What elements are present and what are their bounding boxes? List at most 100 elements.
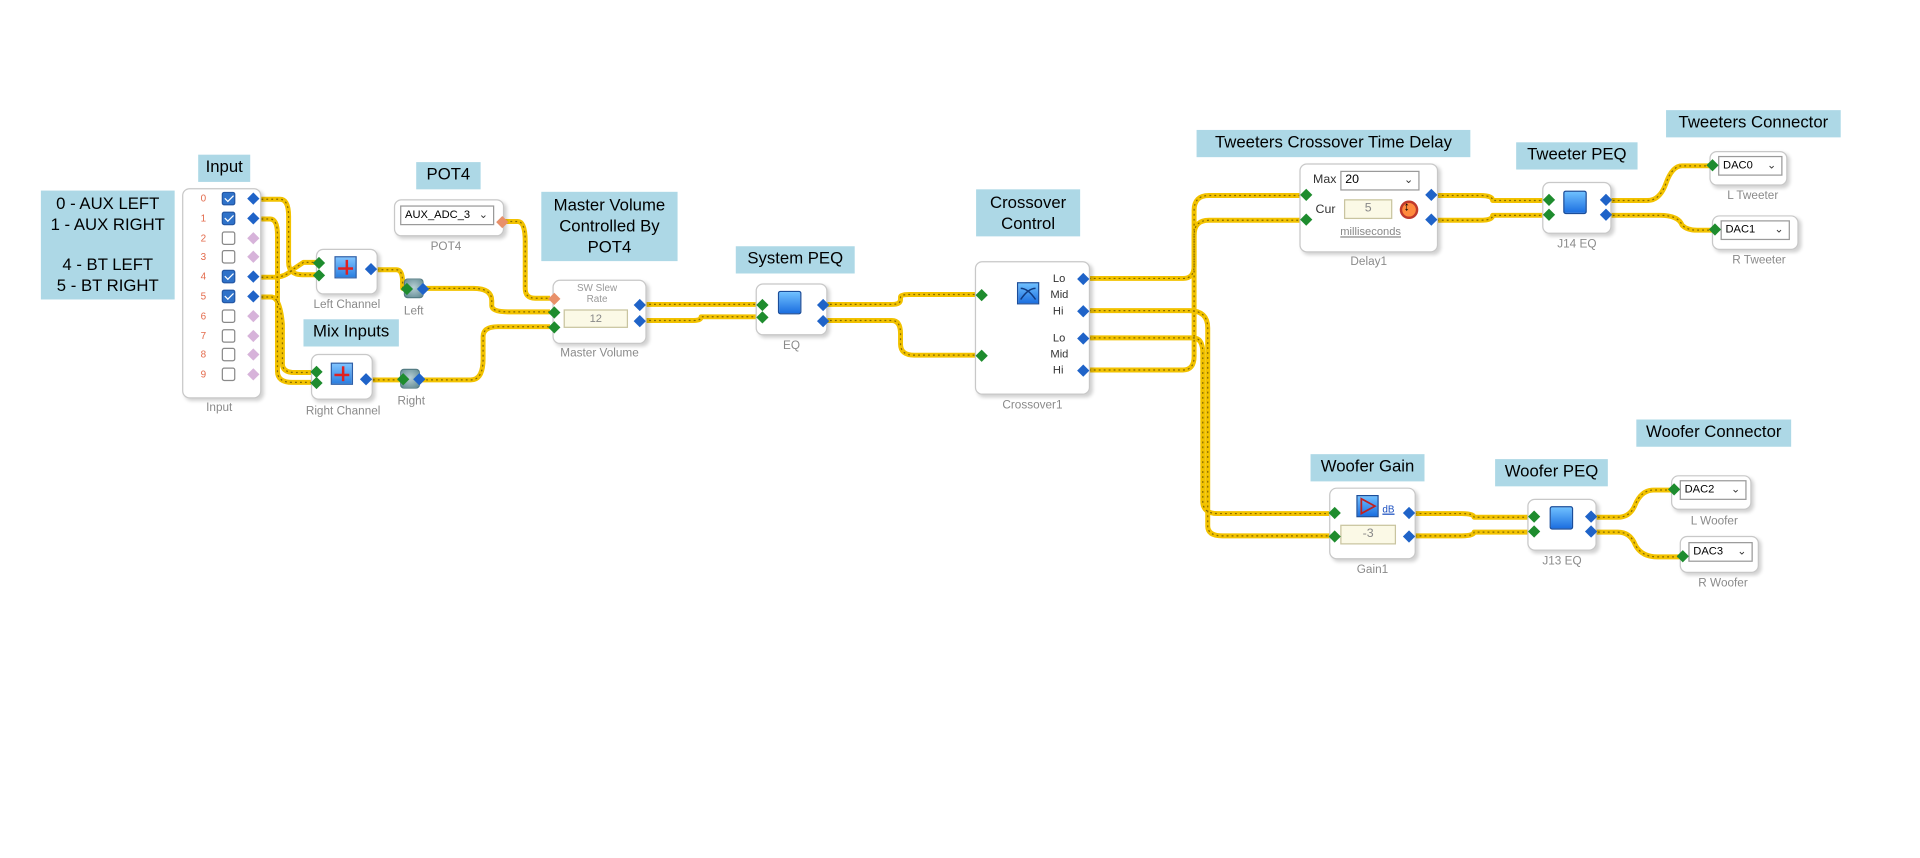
delay-max-select[interactable]: 20 ⌄ — [1340, 170, 1420, 191]
channel-checkbox[interactable] — [221, 347, 236, 362]
right-mute-caption: Right — [397, 394, 425, 409]
master-volume-comment[interactable]: Master Volume Controlled By POT4 — [541, 191, 678, 262]
delay-caption: Delay1 — [1350, 254, 1388, 269]
pot4-select-value: AUX_ADC_3 — [405, 207, 471, 221]
dac1-value: DAC1 — [1725, 222, 1756, 236]
wire-rightmute-mv — [421, 324, 550, 383]
dac0-value: DAC0 — [1723, 158, 1753, 171]
mixer-icon — [334, 256, 357, 279]
dac1-select[interactable]: DAC1⌄ — [1720, 220, 1790, 241]
pot4-comment[interactable]: POT4 — [416, 162, 481, 190]
channel-number: 2 — [200, 232, 207, 244]
eq-icon — [1563, 190, 1587, 215]
chevron-down-icon: ⌄ — [1766, 158, 1777, 171]
channel-number: 3 — [200, 251, 207, 263]
xo-comment-line-1: Control — [1001, 214, 1056, 233]
legend-line-0: 0 - AUX LEFT — [56, 194, 160, 213]
dac0-select[interactable]: DAC0 ⌄ — [1718, 155, 1783, 176]
tweeters-delay-comment[interactable]: Tweeters Crossover Time Delay — [1196, 129, 1471, 158]
gain-value[interactable]: -3 — [1340, 524, 1397, 545]
input-caption: Input — [206, 400, 233, 415]
channel-checkbox[interactable] — [221, 269, 236, 284]
slew-rate-line-1: Rate — [586, 293, 608, 305]
pot4-select[interactable]: AUX_ADC_3 ⌄ — [400, 205, 495, 226]
delay-cur-label: Cur — [1315, 202, 1336, 217]
channel-number: 5 — [200, 290, 207, 302]
xo-out-lo-2: Lo — [1052, 331, 1066, 345]
channel-checkbox[interactable] — [221, 191, 236, 206]
inputs-legend-comment[interactable]: 0 - AUX LEFT 1 - AUX RIGHT 4 - BT LEFT 5… — [40, 190, 175, 300]
delay-knob-icon[interactable] — [1399, 200, 1419, 220]
wire-eq-xo-2 — [824, 318, 982, 358]
xo-out-mid-2: Mid — [1050, 347, 1069, 361]
master-volume-value[interactable]: 12 — [563, 309, 629, 328]
mv-comment-line-0: Master Volume — [553, 195, 666, 215]
dac2-caption: L Woofer — [1690, 514, 1738, 529]
gain-icon — [1356, 494, 1379, 518]
dac3-select[interactable]: DAC3⌄ — [1688, 542, 1753, 562]
dac2-value: DAC2 — [1684, 482, 1715, 495]
wire-j13-dac2 — [1592, 487, 1672, 520]
xo-out-hi-2: Hi — [1052, 363, 1064, 377]
input-comment[interactable]: Input — [198, 154, 251, 182]
wire-leftmute-mv — [423, 285, 550, 315]
wire-input4-left — [256, 259, 319, 280]
mixer-icon — [330, 362, 354, 385]
right-channel-caption: Right Channel — [305, 404, 381, 419]
channel-checkbox[interactable] — [221, 309, 236, 323]
legend-line-1: 1 - AUX RIGHT — [50, 214, 165, 234]
wire-j14-dac1 — [1607, 212, 1712, 233]
crossover-control-comment[interactable]: Crossover Control — [976, 189, 1081, 237]
slew-rate-label: SW Slew Rate — [560, 282, 634, 304]
gain-caption: Gain1 — [1356, 563, 1389, 577]
delay-max-value: 20 — [1345, 173, 1360, 187]
tweeter-peq-comment[interactable]: Tweeter PEQ — [1516, 142, 1638, 170]
wire-mv-eq-2 — [639, 314, 759, 323]
system-peq-comment[interactable]: System PEQ — [735, 246, 855, 274]
xo-comment-line-0: Crossover — [990, 193, 1067, 212]
channel-number: 8 — [200, 348, 207, 361]
channel-checkbox[interactable] — [221, 289, 236, 304]
crossover-curve-icon — [1020, 287, 1037, 300]
legend-line-2 — [47, 235, 168, 255]
mv-comment-line-2: POT4 — [587, 237, 632, 257]
legend-line-3: 4 - BT LEFT — [62, 254, 154, 274]
chevron-down-icon: ⌄ — [478, 207, 489, 221]
dac3-value: DAC3 — [1693, 544, 1724, 557]
dac0-caption: L Tweeter — [1727, 189, 1779, 203]
signal-wires — [256, 163, 1712, 560]
xo-out-mid-1: Mid — [1050, 288, 1069, 301]
legend-line-4: 5 - BT RIGHT — [56, 275, 159, 294]
xo-out-lo-1: Lo — [1052, 272, 1066, 285]
dac3-caption: R Woofer — [1698, 576, 1748, 591]
woofer-connector-comment[interactable]: Woofer Connector — [1636, 419, 1792, 447]
wire-j14-dac0 — [1607, 163, 1710, 203]
woofer-peq-comment[interactable]: Woofer PEQ — [1495, 459, 1608, 487]
dac2-select[interactable]: DAC2⌄ — [1679, 480, 1747, 500]
woofer-gain-comment[interactable]: Woofer Gain — [1310, 454, 1425, 482]
channel-checkbox[interactable] — [221, 367, 236, 382]
delay-max-label: Max — [1313, 173, 1337, 187]
slew-rate-line-0: SW Slew — [576, 282, 618, 294]
j13-eq-caption: J13 EQ — [1542, 554, 1582, 569]
gain-unit-link[interactable]: dB — [1382, 503, 1395, 515]
chevron-down-icon: ⌄ — [1404, 173, 1414, 186]
channel-number: 6 — [200, 310, 207, 322]
j14-eq-caption: J14 EQ — [1557, 237, 1597, 252]
master-volume-caption: Master Volume — [560, 346, 639, 361]
delay-cur-value[interactable]: 5 — [1343, 199, 1393, 220]
channel-checkbox[interactable] — [221, 249, 236, 264]
mix-inputs-comment[interactable]: Mix Inputs — [303, 319, 399, 347]
triangle-icon — [1360, 497, 1377, 516]
tweeters-connector-comment[interactable]: Tweeters Connector — [1666, 110, 1841, 138]
pot4-caption: POT4 — [430, 240, 462, 254]
mv-comment-line-1: Controlled By — [559, 216, 660, 236]
delay-unit-link[interactable]: milliseconds — [1340, 225, 1402, 238]
channel-checkbox[interactable] — [221, 211, 236, 226]
channel-number: 4 — [200, 271, 207, 283]
channel-checkbox[interactable] — [221, 329, 236, 343]
channel-checkbox[interactable] — [221, 231, 236, 246]
dac1-caption: R Tweeter — [1732, 253, 1786, 268]
system-eq-caption: EQ — [783, 339, 801, 353]
